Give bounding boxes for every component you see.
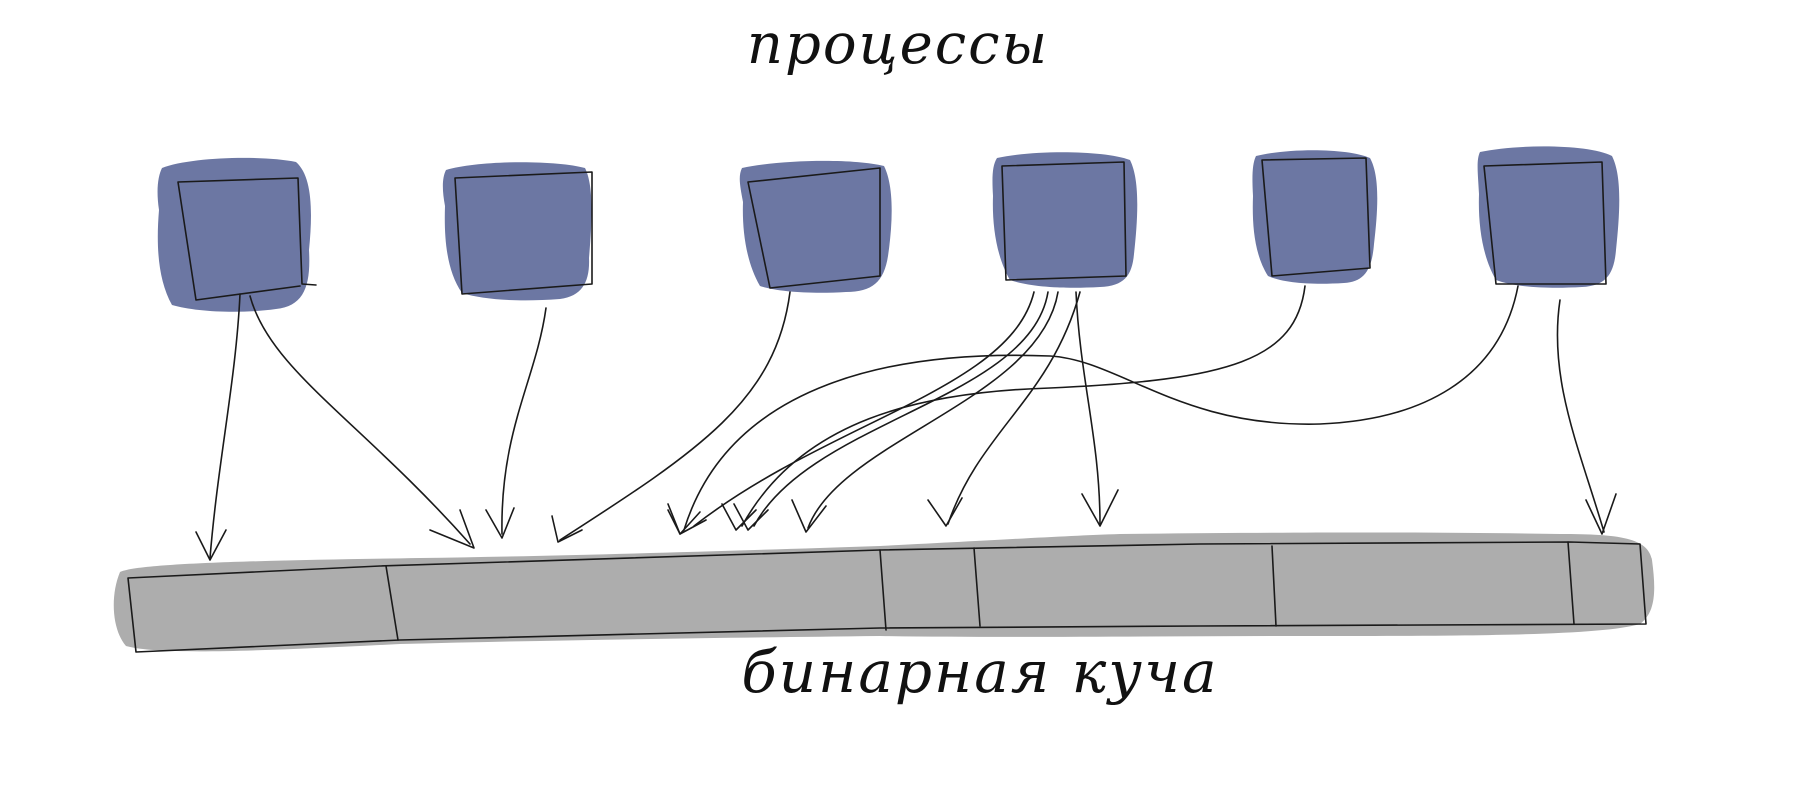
process-4-blob [992,152,1138,288]
process-6-blob [1477,146,1620,288]
process-1 [157,157,317,312]
process-3 [739,160,892,293]
arrow-5 [667,291,1035,535]
process-6 [1477,146,1620,288]
arrow-10 [721,285,1306,531]
heap-divider-1 [385,565,399,641]
process-5 [1252,150,1378,284]
arrow-4 [551,291,791,543]
process-1-outline [177,177,317,301]
process-5-blob [1252,150,1378,284]
process-1-blob [157,157,311,312]
heap-outline [127,541,1647,653]
arrow-6 [733,291,1049,531]
arrow-1 [195,293,241,561]
process-3-blob [739,160,892,293]
processes-label: процессы [746,12,1050,77]
process-3-outline [747,167,881,289]
arrow-3 [485,307,547,539]
process-2 [442,162,593,301]
heap-divider-4 [1271,545,1277,627]
arrow-2 [249,295,475,549]
process-2-outline [454,171,593,295]
process-4-outline [1001,161,1127,281]
arrow-11 [667,285,1519,535]
process-6-outline [1483,161,1607,285]
arrow-7 [791,291,1059,533]
arrow-8 [927,291,1081,527]
arrows [195,285,1617,561]
process-4 [992,152,1138,288]
arrow-9 [1075,291,1119,527]
binary-heap [113,532,1655,653]
arrow-12 [1556,299,1617,535]
process-2-blob [442,162,592,301]
heap-divider-3 [973,547,981,627]
process-5-outline [1261,157,1371,277]
heap-divider-5 [1567,541,1575,625]
heap-divider-2 [879,549,887,631]
binary-heap-label: бинарная куча [741,638,1219,706]
